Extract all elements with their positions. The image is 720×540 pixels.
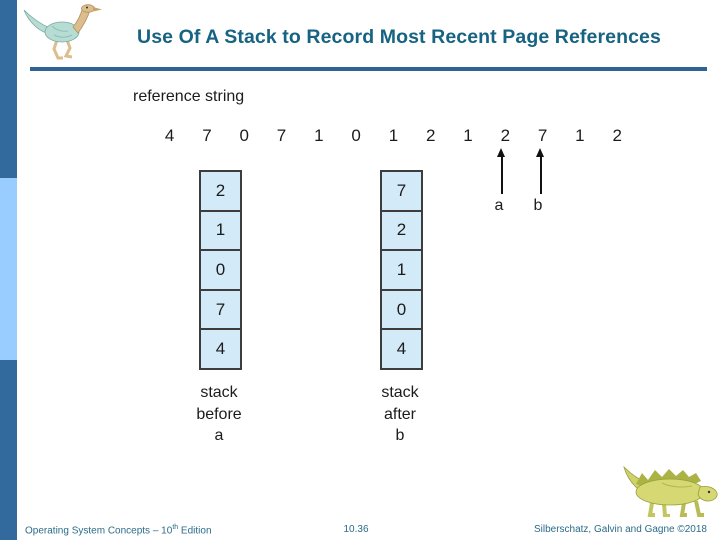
reference-string-number: 2: [425, 126, 436, 145]
reference-string-number: 4: [164, 126, 175, 145]
stack-cell: 1: [201, 211, 240, 252]
footer-book-title: Operating System Concepts – 10th Edition: [25, 524, 212, 536]
footer-edition-superscript: th: [172, 524, 179, 531]
reference-string-row: 4 7 0 7 1 0 1 2 1 2 7 1 2: [151, 126, 636, 146]
reference-string-number: 1: [575, 126, 585, 145]
dinosaur-footer-icon: [622, 461, 720, 518]
reference-string-number: 7: [537, 126, 548, 145]
arrow-label-a: a: [494, 197, 504, 214]
footer-page-number: 10.36: [343, 524, 369, 535]
dinosaur-logo-icon: [22, 2, 112, 64]
reference-string-number: 1: [314, 126, 324, 145]
arrow-shaft: [500, 156, 503, 194]
sidebar-accent-bottom: [0, 360, 17, 540]
reference-string-number: 1: [388, 126, 399, 145]
stack-after-label-line: after: [383, 405, 416, 423]
arrow-shaft: [539, 156, 542, 194]
reference-string-number: 7: [202, 126, 212, 145]
reference-string-label: reference string: [133, 88, 245, 105]
arrowhead-icon: [497, 148, 505, 157]
reference-string-number: 0: [351, 126, 361, 145]
reference-string-number: 1: [463, 126, 473, 145]
stack-before-label-line: a: [214, 427, 224, 444]
stack-cell: 0: [382, 290, 421, 331]
stack-before-label: stack before a: [159, 382, 279, 447]
stack-cell: 2: [201, 172, 240, 212]
stack-cell: 1: [382, 251, 421, 291]
sidebar-accent-middle: [0, 178, 17, 360]
stack-before-label-line: stack: [200, 384, 238, 401]
footer-edition-text: Edition: [178, 525, 212, 537]
arrow-up-a-icon: [497, 148, 506, 195]
stack-after-label: stack after b: [340, 382, 460, 447]
stack-after-label-line: stack: [381, 384, 419, 401]
stack-before-a: 2 1 0 7 4: [199, 170, 242, 370]
reference-string-number: 2: [500, 126, 511, 145]
footer-book-title-text: Operating System Concepts – 10: [25, 525, 173, 537]
arrow-up-b-icon: [536, 148, 545, 195]
footer-authors: Silberschatz, Galvin and Gagne ©2018: [533, 524, 707, 535]
stack-before-label-line: before: [196, 405, 242, 423]
stack-cell: 4: [201, 330, 240, 368]
reference-string-number: 2: [612, 126, 622, 145]
arrowhead-icon: [536, 148, 544, 157]
reference-string-number: 0: [239, 126, 249, 145]
stack-cell: 4: [382, 330, 421, 368]
reference-string-number: 7: [276, 126, 287, 145]
sidebar-accent-top: [0, 0, 17, 178]
stack-after-label-line: b: [395, 427, 405, 444]
stack-after-b: 7 2 1 0 4: [380, 170, 423, 370]
stack-cell: 0: [201, 251, 240, 291]
stack-cell: 7: [201, 290, 240, 331]
stack-cell: 7: [382, 172, 421, 212]
arrow-label-b: b: [533, 197, 543, 214]
stack-cell: 2: [382, 211, 421, 252]
page-title: Use Of A Stack to Record Most Recent Pag…: [137, 26, 661, 48]
title-underline: [30, 67, 707, 71]
